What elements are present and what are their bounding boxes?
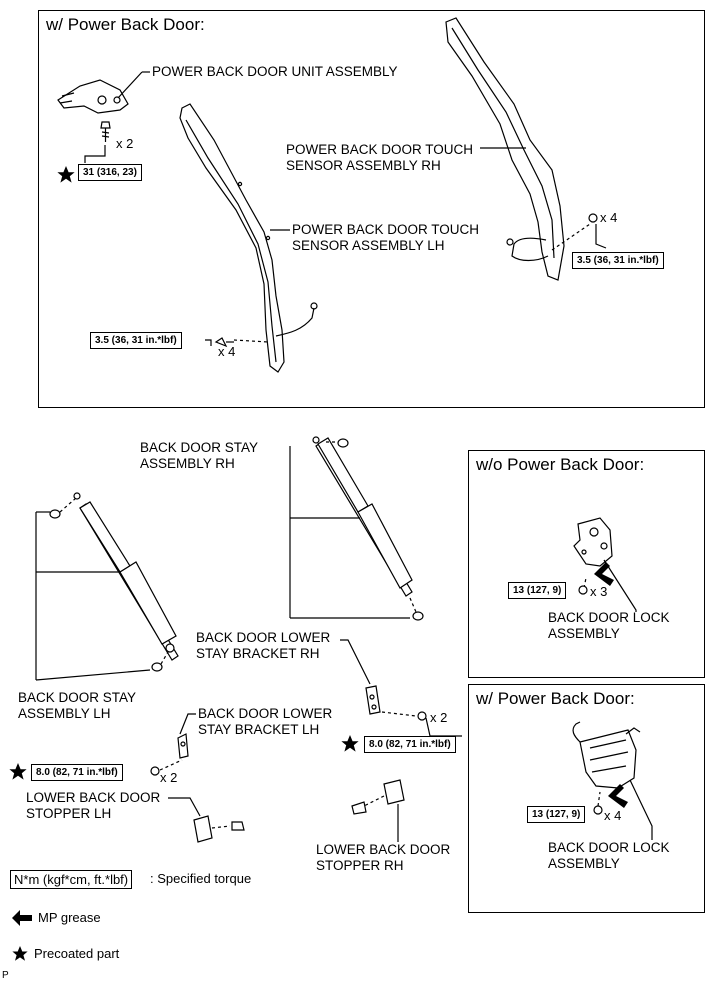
legend-torque-box: N*m (kgf*cm, ft.*lbf) xyxy=(10,870,133,889)
label-bracket-lh: BACK DOOR LOWER STAY BRACKET LH xyxy=(198,706,333,737)
back-door-bracket-rh-part xyxy=(365,685,381,715)
label-stopper-lh: LOWER BACK DOOR STOPPER LH xyxy=(26,790,161,821)
label-touch-sensor-lh: POWER BACK DOOR TOUCH SENSOR ASSEMBLY LH xyxy=(292,222,480,253)
label-power-back-door-unit: POWER BACK DOOR UNIT ASSEMBLY xyxy=(152,64,398,79)
back-door-bracket-lh-part xyxy=(177,733,189,759)
lower-back-door-stopper-lh-part xyxy=(193,815,245,843)
torque-bracket-rh: 8.0 (82, 71 in.*lbf) xyxy=(364,736,456,753)
back-door-stay-rh-part xyxy=(312,436,413,597)
star-icon xyxy=(341,735,359,752)
qty-bracket-lh: x 2 xyxy=(160,770,178,785)
lower-back-door-stopper-rh-part xyxy=(351,779,405,815)
back-door-lock-wo-part xyxy=(573,517,613,567)
star-icon xyxy=(12,946,28,961)
label-stopper-rh: LOWER BACK DOOR STOPPER RH xyxy=(316,842,451,873)
w-lock-panel: w/ Power Back Door: xyxy=(468,684,705,913)
top-panel-title: w/ Power Back Door: xyxy=(46,15,205,34)
qty-unit: x 2 xyxy=(116,136,134,151)
torque-unit: 31 (316, 23) xyxy=(78,164,142,181)
footer-code: P xyxy=(2,970,9,981)
arrow-icon xyxy=(594,562,614,586)
label-lock-wo: BACK DOOR LOCK ASSEMBLY xyxy=(548,610,670,641)
legend-grease-text: MP grease xyxy=(38,910,101,925)
qty-bracket-rh: x 2 xyxy=(430,710,448,725)
label-back-door-stay-lh: BACK DOOR STAY ASSEMBLY LH xyxy=(18,690,137,721)
w-lock-panel-title: w/ Power Back Door: xyxy=(476,689,635,708)
arrow-icon xyxy=(608,784,628,808)
label-touch-sensor-rh: POWER BACK DOOR TOUCH SENSOR ASSEMBLY RH xyxy=(286,142,474,173)
bolt-icon xyxy=(593,805,603,815)
touch-sensor-lh-part xyxy=(179,103,318,373)
bolt-icon xyxy=(150,766,160,776)
bolt-icon xyxy=(578,585,588,595)
label-lock-w: BACK DOOR LOCK ASSEMBLY xyxy=(548,840,670,871)
legend-torque-text: : Specified torque xyxy=(150,871,252,886)
bolt-icon xyxy=(417,711,427,721)
top-panel: w/ Power Back Door: xyxy=(38,10,705,408)
arrow-icon xyxy=(12,910,32,926)
qty-lock-w: x 4 xyxy=(604,808,622,823)
bolt-icon xyxy=(100,121,111,142)
bolt-icon xyxy=(588,213,598,223)
star-icon xyxy=(57,166,75,183)
back-door-stay-lh-part xyxy=(73,492,179,661)
star-icon xyxy=(9,763,27,780)
touch-sensor-rh-part xyxy=(445,17,565,281)
label-back-door-stay-rh: BACK DOOR STAY ASSEMBLY RH xyxy=(140,440,259,471)
torque-touch-rh: 3.5 (36, 31 in.*lbf) xyxy=(572,252,664,269)
torque-lock-w: 13 (127, 9) xyxy=(527,806,586,823)
wo-lock-panel-title: w/o Power Back Door: xyxy=(476,455,645,474)
label-bracket-rh: BACK DOOR LOWER STAY BRACKET RH xyxy=(196,630,331,661)
power-back-door-unit-part xyxy=(57,79,129,114)
torque-lock-wo: 13 (127, 9) xyxy=(508,582,567,599)
back-door-lock-w-part xyxy=(572,721,641,789)
wo-lock-panel: w/o Power Back Door: xyxy=(468,450,705,678)
qty-lock-wo: x 3 xyxy=(590,584,608,599)
torque-bracket-lh: 8.0 (82, 71 in.*lbf) xyxy=(31,764,123,781)
qty-touch-lh: x 4 xyxy=(218,344,236,359)
legend-precoated-text: Precoated part xyxy=(34,946,120,961)
torque-touch-lh: 3.5 (36, 31 in.*lbf) xyxy=(90,332,182,349)
qty-touch-rh: x 4 xyxy=(600,210,618,225)
